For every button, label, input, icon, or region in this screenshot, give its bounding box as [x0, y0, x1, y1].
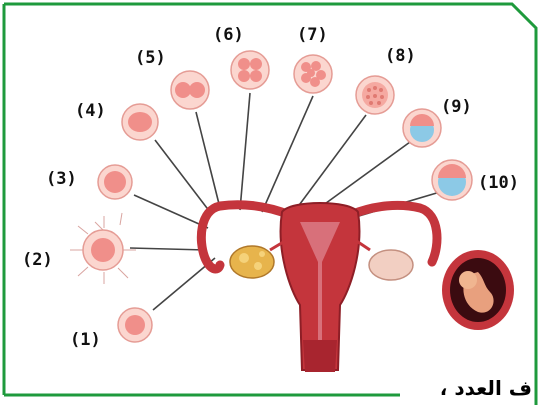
stage-label-10: (10) [478, 173, 519, 193]
caption-fragment: ف العدد ، [440, 376, 532, 400]
stage-label-4: (4) [75, 101, 106, 121]
stage-label-9: (9) [441, 97, 472, 117]
stage-label-2: (2) [22, 250, 53, 270]
stage-label-3: (3) [46, 169, 77, 189]
stage-label-6: (6) [213, 25, 244, 45]
stage-label-8: (8) [385, 46, 416, 66]
uterus-icon [201, 203, 437, 372]
embryo-icon [442, 250, 514, 330]
cell-icon [70, 51, 472, 342]
stage-label-1: (1) [70, 330, 101, 350]
stage-label-7: (7) [297, 25, 328, 45]
stage-label-5: (5) [135, 48, 166, 68]
